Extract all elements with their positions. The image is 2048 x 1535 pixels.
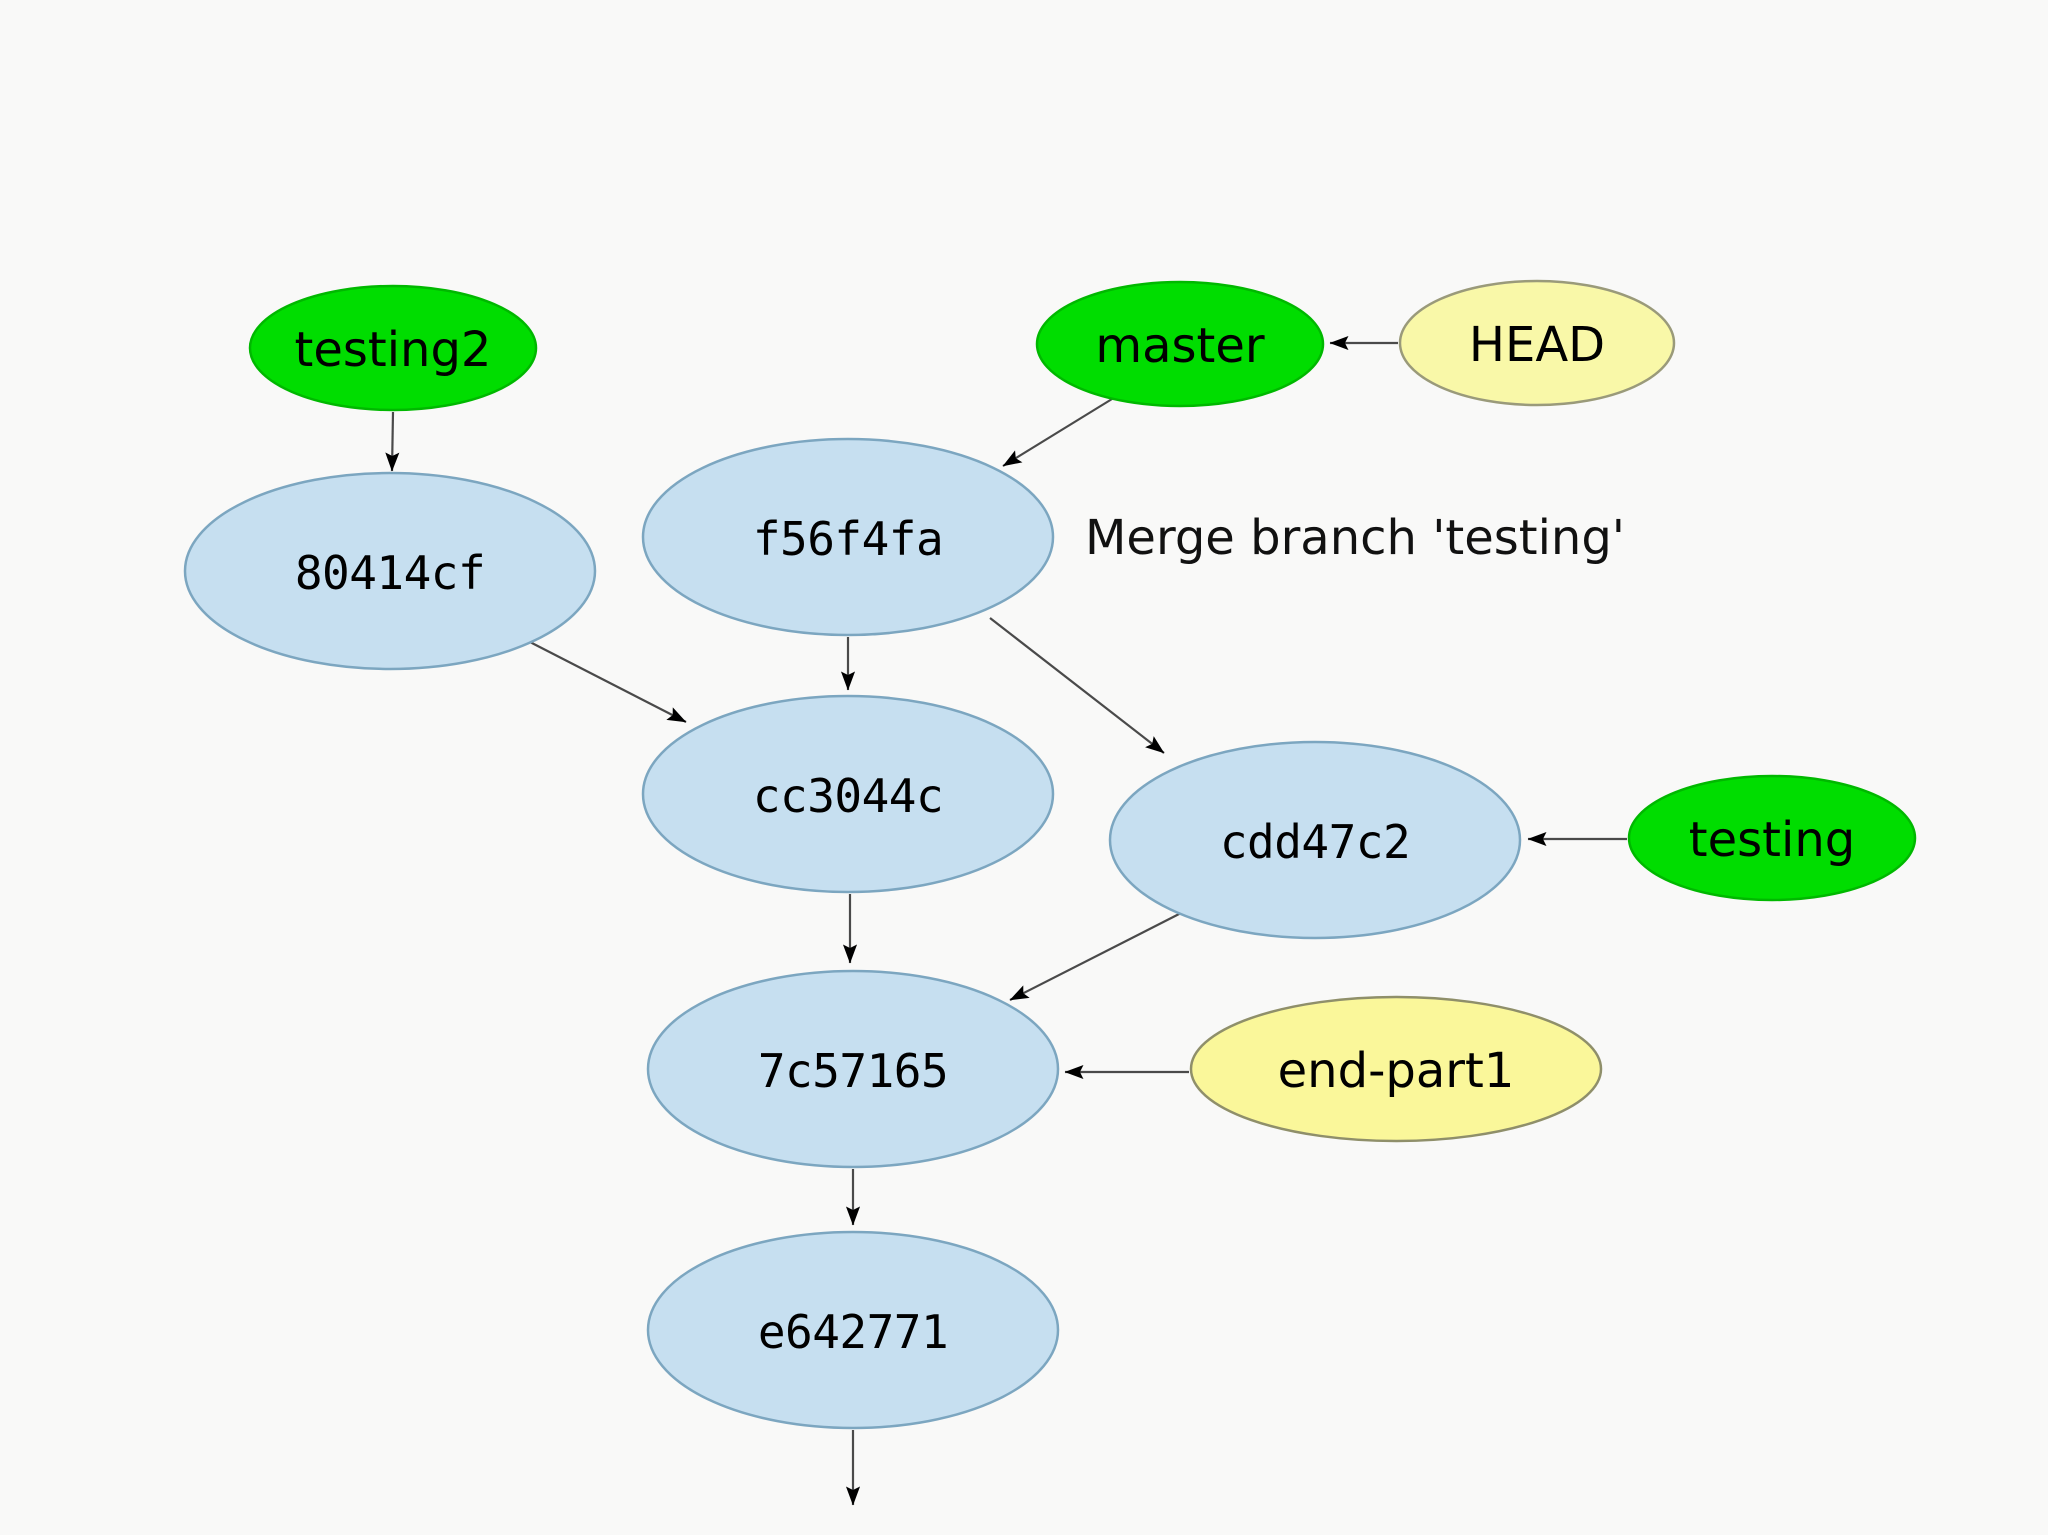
commit-ellipse-80414cf[interactable] [183, 471, 597, 671]
label-master: master [1095, 318, 1265, 374]
node-80414cf[interactable]: 80414cf [183, 471, 597, 671]
node-cc3044c[interactable]: cc3044c [641, 694, 1055, 894]
node-cdd47c2[interactable]: cdd47c2 [1108, 740, 1522, 940]
commit-ellipse-cc3044c[interactable] [641, 694, 1055, 894]
commit-ellipse-f56f4fa[interactable] [641, 437, 1055, 637]
label-80414cf: 80414cf [295, 546, 485, 600]
node-7c57165[interactable]: 7c57165 [646, 969, 1060, 1169]
branch-ellipse-testing2[interactable] [248, 284, 538, 412]
branch-ellipse-testing[interactable] [1627, 774, 1917, 902]
edge-cdd47c2-to-7c57165 [1009, 911, 1184, 1001]
label-testing: testing [1689, 812, 1855, 868]
tag-ellipse-endpart1[interactable] [1189, 995, 1603, 1143]
node-testing2[interactable]: testing2 [248, 284, 538, 412]
edge-master-to-f56f4fa [1002, 398, 1113, 467]
label-cdd47c2: cdd47c2 [1220, 815, 1410, 869]
edge-80414cf-to-cc3044c [527, 640, 687, 723]
branch-ellipse-master[interactable] [1035, 280, 1325, 408]
nodes-layer: testing2 master HEAD testing end-part1 80414c… [183, 279, 1917, 1430]
node-head[interactable]: HEAD [1398, 279, 1676, 407]
commit-ellipse-e642771[interactable] [646, 1230, 1060, 1430]
merge-annotation-label: Merge branch 'testing' [1085, 510, 1625, 566]
commit-ellipse-7c57165[interactable] [646, 969, 1060, 1169]
node-endpart1[interactable]: end-part1 [1189, 995, 1603, 1143]
node-master[interactable]: master [1035, 280, 1325, 408]
label-cc3044c: cc3044c [753, 769, 943, 823]
node-e642771[interactable]: e642771 [646, 1230, 1060, 1430]
label-testing2: testing2 [295, 322, 492, 378]
edge-f56f4fa-to-cdd47c2 [989, 617, 1165, 754]
label-endpart1: end-part1 [1278, 1043, 1515, 1099]
commit-ellipse-cdd47c2[interactable] [1108, 740, 1522, 940]
label-head: HEAD [1469, 317, 1605, 373]
head-ellipse-head[interactable] [1398, 279, 1676, 407]
label-7c57165: 7c57165 [758, 1044, 948, 1098]
edge-testing2-to-80414cf [385, 411, 400, 472]
node-f56f4fa[interactable]: f56f4fa [641, 437, 1055, 637]
label-f56f4fa: f56f4fa [753, 512, 943, 566]
label-e642771: e642771 [758, 1305, 948, 1359]
node-testing[interactable]: testing [1627, 774, 1917, 902]
edges-layer [385, 335, 1627, 1506]
